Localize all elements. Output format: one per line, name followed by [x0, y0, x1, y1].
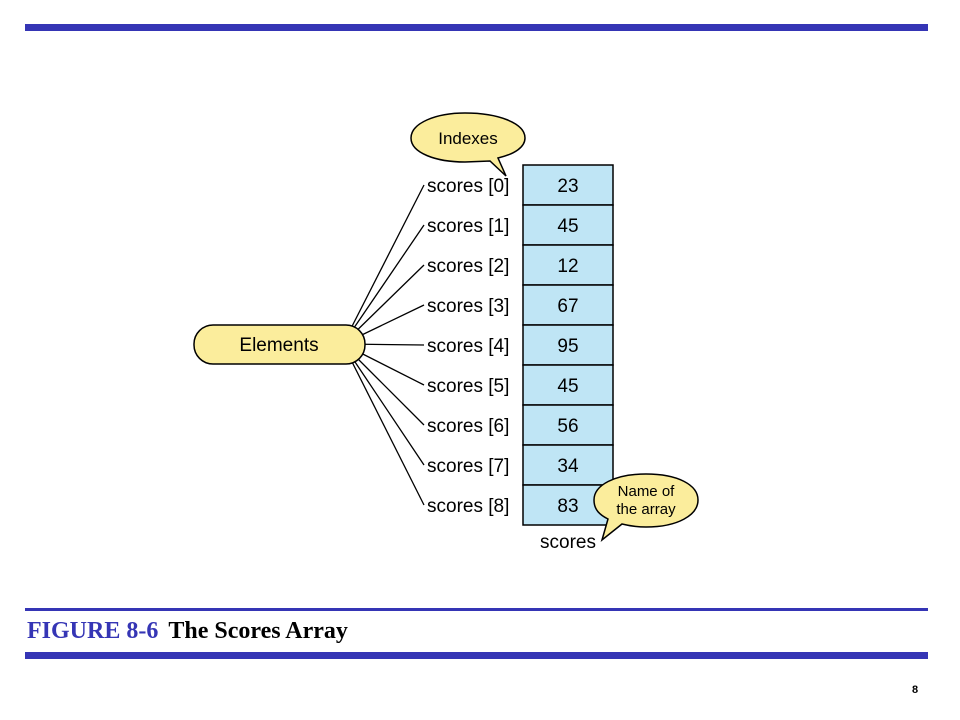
index-label: scores [5]: [427, 376, 509, 397]
connector-line: [342, 343, 425, 506]
array-cell: [522, 444, 614, 486]
indexes-callout: [410, 112, 526, 177]
figure-caption: FIGURE 8-6 The Scores Array: [27, 616, 348, 646]
array-name-label: scores: [540, 532, 596, 553]
array-cell: [522, 324, 614, 366]
array-cell-value: 95: [557, 336, 578, 357]
caption-rule: [25, 608, 928, 611]
connector-line: [342, 224, 425, 345]
elements-callout: [193, 324, 366, 365]
name-of-array-callout-line2: the array: [616, 501, 676, 518]
array-cell-value: 34: [557, 456, 579, 477]
index-label: scores [6]: [427, 416, 509, 437]
connector-line: [342, 184, 425, 345]
array-cell-value: 45: [557, 376, 578, 397]
index-label: scores [4]: [427, 336, 509, 357]
array-cell-value: 83: [557, 496, 578, 517]
array-cell-value: 12: [557, 256, 578, 277]
elements-callout-text: Elements: [239, 335, 318, 356]
bottom-rule: [25, 652, 928, 659]
array-cell-value: 23: [557, 176, 578, 197]
array-cell-value: 56: [557, 416, 578, 437]
figure-label: FIGURE 8-6: [27, 618, 159, 644]
array-cell-value: 67: [557, 296, 578, 317]
index-label: scores [3]: [427, 296, 509, 317]
array-rows: 23 scores [0] 45 scores [1] 12 scores [2] 67 sc…: [427, 164, 614, 526]
array-cell: [522, 244, 614, 286]
index-label: scores [8]: [427, 496, 509, 517]
index-label: scores [7]: [427, 456, 509, 477]
name-of-array-callout: [593, 473, 699, 543]
scores-array-diagram: Elements Indexes 23 scores [0] 45 scores [1…: [193, 112, 699, 553]
array-cell: [522, 164, 614, 206]
top-rule: [25, 24, 928, 31]
index-label: scores [0]: [427, 176, 509, 197]
index-label: scores [1]: [427, 216, 509, 237]
indexes-callout-text: Indexes: [438, 129, 498, 148]
connector-line: [342, 343, 425, 466]
name-of-array-callout-line1: Name of: [618, 483, 676, 500]
figure-title: The Scores Array: [168, 618, 348, 644]
array-cell: [522, 284, 614, 326]
array-cell-value: 45: [557, 216, 578, 237]
array-cell: [522, 364, 614, 406]
page-number: 8: [912, 684, 919, 696]
index-label: scores [2]: [427, 256, 509, 277]
